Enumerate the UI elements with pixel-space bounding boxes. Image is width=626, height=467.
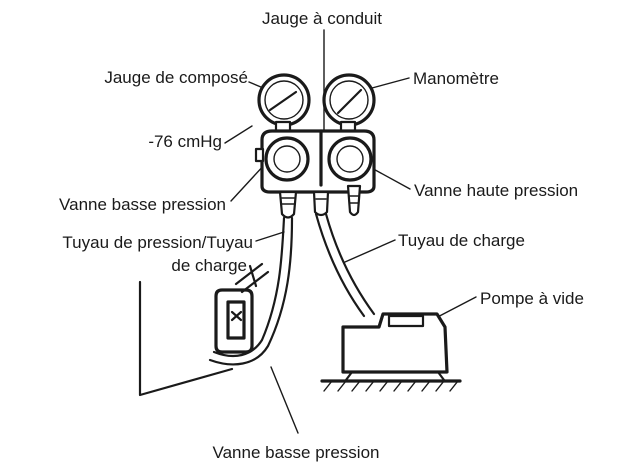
label-tuyau-charge: Tuyau de charge bbox=[398, 231, 525, 250]
label-tuyau-pression-line2: de charge bbox=[171, 256, 247, 275]
label-jauge-compose: Jauge de composé bbox=[104, 68, 248, 87]
low-pressure-valve-knob bbox=[264, 136, 310, 182]
pressure-gauge bbox=[322, 73, 376, 136]
label-tuyau-pression-line1: Tuyau de pression/Tuyau bbox=[62, 233, 253, 252]
wall bbox=[138, 280, 234, 397]
low-pressure-hose bbox=[208, 216, 294, 366]
label-manometre: Manomètre bbox=[413, 69, 499, 88]
label-vanne-haute-pression: Vanne haute pression bbox=[414, 181, 578, 200]
compound-gauge bbox=[257, 73, 311, 136]
ground bbox=[320, 379, 462, 392]
high-pressure-valve-knob bbox=[327, 136, 373, 182]
label-pompe-vide: Pompe à vide bbox=[480, 289, 584, 308]
manifold-body bbox=[254, 129, 376, 194]
charge-hose bbox=[314, 212, 376, 318]
hose-fittings bbox=[278, 184, 362, 219]
label-vanne-basse-pression-top: Vanne basse pression bbox=[59, 195, 226, 214]
vacuum-pump bbox=[341, 312, 449, 382]
label-cmhg: -76 cmHg bbox=[148, 132, 222, 151]
service-valve bbox=[214, 262, 270, 354]
label-vanne-basse-pression-bottom: Vanne basse pression bbox=[213, 443, 380, 462]
label-jauge-conduit: Jauge à conduit bbox=[262, 9, 382, 28]
